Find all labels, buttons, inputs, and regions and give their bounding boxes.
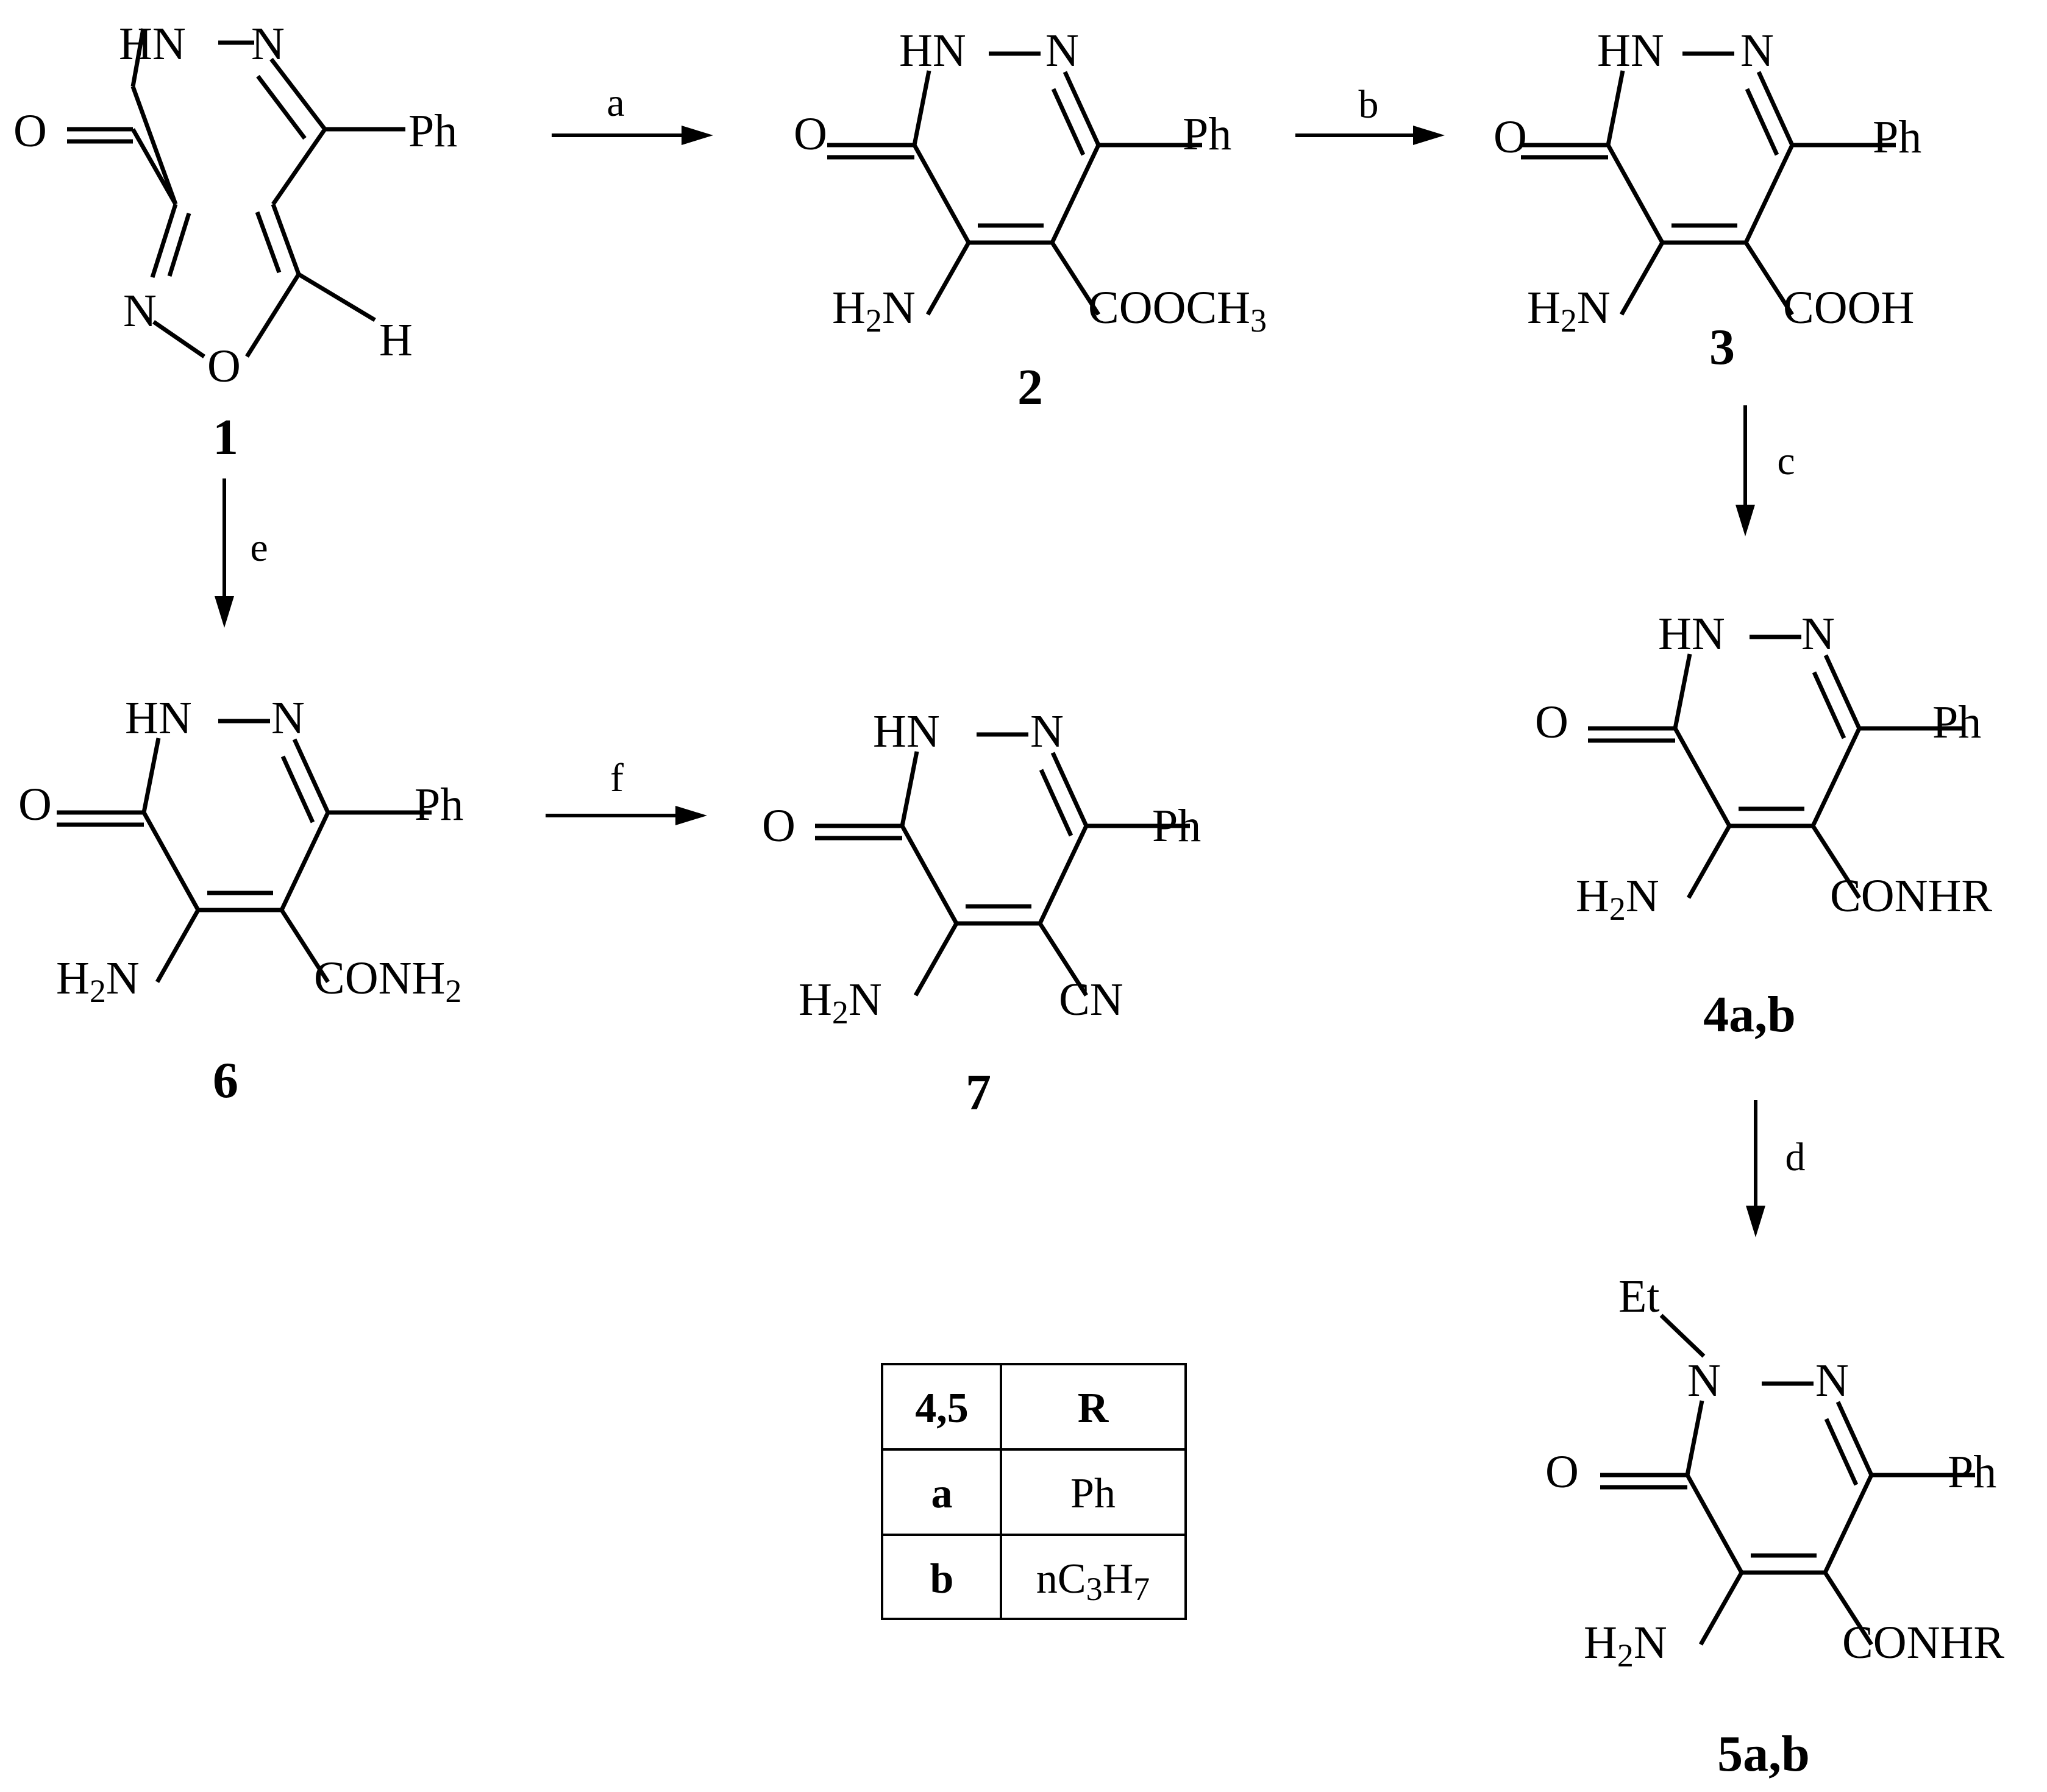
atom-n: N	[251, 18, 285, 69]
atom-o: O	[18, 779, 52, 830]
table-row-a-r: Ph	[1070, 1470, 1116, 1517]
compound-7-structure: HN N O Ph H2N CN	[762, 706, 1201, 1031]
reaction-arrow-f: f	[546, 756, 707, 825]
atom-ph: Ph	[1183, 108, 1231, 160]
atom-ph: Ph	[1948, 1446, 1996, 1498]
amide-group: CONH2	[314, 953, 461, 1009]
atom-hn: HN	[1658, 608, 1725, 660]
amine-group: H2N	[832, 282, 916, 339]
atom-n-isoxazole: N	[123, 285, 157, 336]
compound-5-structure: Et N N O Ph H2N CONHR	[1545, 1271, 2004, 1674]
table-header-r: R	[1078, 1385, 1109, 1432]
atom-o: O	[13, 105, 47, 157]
amine-group: H2N	[56, 953, 140, 1009]
atom-ph: Ph	[1873, 112, 1921, 163]
table-header-cmpd: 4,5	[915, 1385, 969, 1432]
compound-label-2: 2	[1017, 359, 1043, 416]
compound-label-5ab: 5a,b	[1717, 1726, 1810, 1782]
table-row-b-id: b	[930, 1556, 954, 1602]
amide-r-group: CONHR	[1830, 870, 1992, 922]
compound-4-structure: HN N O Ph H2N CONHR	[1535, 608, 1992, 927]
atom-n: N	[271, 692, 305, 744]
compound-2-structure: HN N O Ph H2N COOCH3	[794, 25, 1267, 339]
atom-hn: HN	[899, 25, 966, 76]
atom-n: N	[1815, 1355, 1849, 1406]
svg-text:f: f	[610, 756, 624, 800]
atom-ph: Ph	[1932, 697, 1981, 748]
atom-o-isoxazole: O	[207, 341, 241, 392]
atom-n-ethyl: N	[1687, 1355, 1721, 1406]
svg-text:d: d	[1785, 1135, 1806, 1179]
atom-o: O	[1493, 112, 1527, 163]
compound-6-structure: HN N O Ph H2N CONH2	[18, 692, 463, 1009]
atom-et: Et	[1618, 1271, 1660, 1322]
atom-o: O	[762, 800, 796, 852]
atom-ph: Ph	[415, 779, 463, 830]
atom-hn: HN	[1597, 25, 1664, 76]
svg-text:e: e	[250, 525, 268, 570]
amine-group: H2N	[1584, 1617, 1667, 1674]
atom-n: N	[1045, 25, 1079, 76]
amide-r-group: CONHR	[1842, 1617, 2004, 1668]
svg-text:b: b	[1359, 82, 1379, 127]
substituent-table: 4,5 R a Ph b nC3H7	[881, 1363, 1187, 1620]
atom-hn: HN	[119, 18, 186, 69]
atom-o: O	[794, 108, 827, 160]
atom-ph: Ph	[408, 105, 457, 157]
reaction-arrow-c: c	[1736, 405, 1795, 536]
reaction-arrow-e: e	[215, 478, 268, 628]
atom-h: H	[379, 315, 413, 366]
nitrile-group: CN	[1059, 974, 1123, 1025]
ester-group: COOCH3	[1088, 282, 1267, 339]
compound-1-structure: HN N O Ph N O H	[13, 18, 457, 392]
table-row-b-r: nC3H7	[1036, 1556, 1150, 1607]
atom-n: N	[1740, 25, 1774, 76]
compound-label-1: 1	[213, 409, 238, 466]
atom-n: N	[1801, 608, 1835, 660]
compound-3-structure: HN N O Ph H2N COOH	[1493, 25, 1921, 339]
amine-group: H2N	[1576, 870, 1659, 927]
atom-o: O	[1545, 1446, 1579, 1498]
svg-text:c: c	[1777, 439, 1795, 483]
atom-hn: HN	[125, 692, 192, 744]
atom-hn: HN	[873, 706, 940, 757]
reaction-arrow-a: a	[552, 80, 713, 145]
atom-o: O	[1535, 697, 1568, 748]
atom-n: N	[1030, 706, 1064, 757]
atom-ph: Ph	[1152, 800, 1201, 852]
reaction-arrow-b: b	[1295, 82, 1445, 145]
table-row-a-id: a	[931, 1470, 953, 1517]
compound-label-6: 6	[213, 1052, 238, 1109]
amine-group: H2N	[1527, 282, 1611, 339]
reaction-arrow-d: d	[1746, 1100, 1806, 1237]
compound-label-7: 7	[966, 1064, 991, 1121]
compound-label-4ab: 4a,b	[1703, 986, 1796, 1043]
svg-text:a: a	[607, 80, 624, 125]
amine-group: H2N	[799, 974, 882, 1031]
acid-group: COOH	[1783, 282, 1914, 333]
compound-label-3: 3	[1709, 319, 1735, 375]
